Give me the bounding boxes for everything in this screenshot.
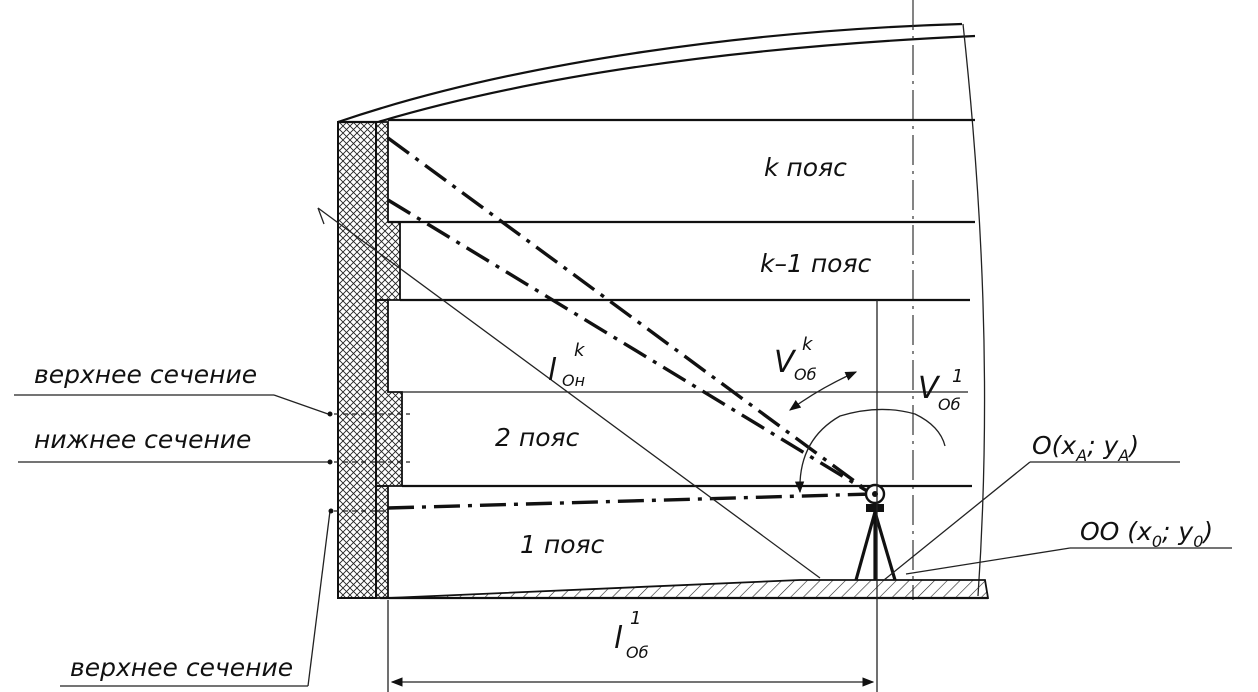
section-leaders: [14, 394, 410, 687]
svg-text:1: 1: [952, 366, 963, 387]
dimension-l-ob-1: [387, 600, 878, 692]
ground-hatch: [387, 579, 990, 599]
sight-lines: [317, 136, 874, 579]
symbol-v-ob-k: V Об k: [774, 334, 817, 384]
tank-right-edge: [962, 23, 986, 597]
belt-k-label: k пояс: [764, 153, 847, 182]
svg-text:Он: Он: [562, 371, 585, 390]
svg-text:l: l: [548, 353, 557, 388]
tank-roof: [337, 22, 976, 124]
svg-text:1: 1: [630, 608, 641, 629]
symbol-l-oh-k: l Он k: [548, 340, 586, 390]
upper-section-label: верхнее сечение: [34, 360, 257, 389]
belt-2-label: 2 пояс: [495, 423, 580, 452]
belt-k-minus-1-label: k–1 пояс: [760, 249, 872, 278]
point-oo-label: OO (x0; y0): [1080, 517, 1213, 551]
angle-arcs: [789, 371, 946, 494]
lower-section-label: нижнее сечение: [34, 425, 251, 454]
svg-text:k: k: [802, 334, 814, 355]
upper-section-label-bottom: верхнее сечение: [70, 653, 293, 682]
svg-text:Об: Об: [938, 395, 961, 414]
svg-text:l: l: [614, 621, 623, 656]
svg-text:V: V: [774, 345, 797, 380]
belt-seams: [380, 118, 988, 600]
belt-1-label: 1 пояс: [520, 530, 605, 559]
svg-text:V: V: [918, 371, 941, 406]
symbol-v-ob-1: V Об 1: [918, 366, 963, 414]
symbol-l-ob-1: l Об 1: [614, 608, 649, 662]
point-o-label: O(xA; yA): [1032, 431, 1139, 465]
svg-text:Об: Об: [626, 643, 649, 662]
point-leaders: [883, 461, 1232, 581]
wall-insulation: [337, 121, 403, 599]
theodolite-icon: [854, 483, 897, 581]
svg-text:k: k: [574, 340, 586, 361]
svg-text:Об: Об: [794, 365, 817, 384]
